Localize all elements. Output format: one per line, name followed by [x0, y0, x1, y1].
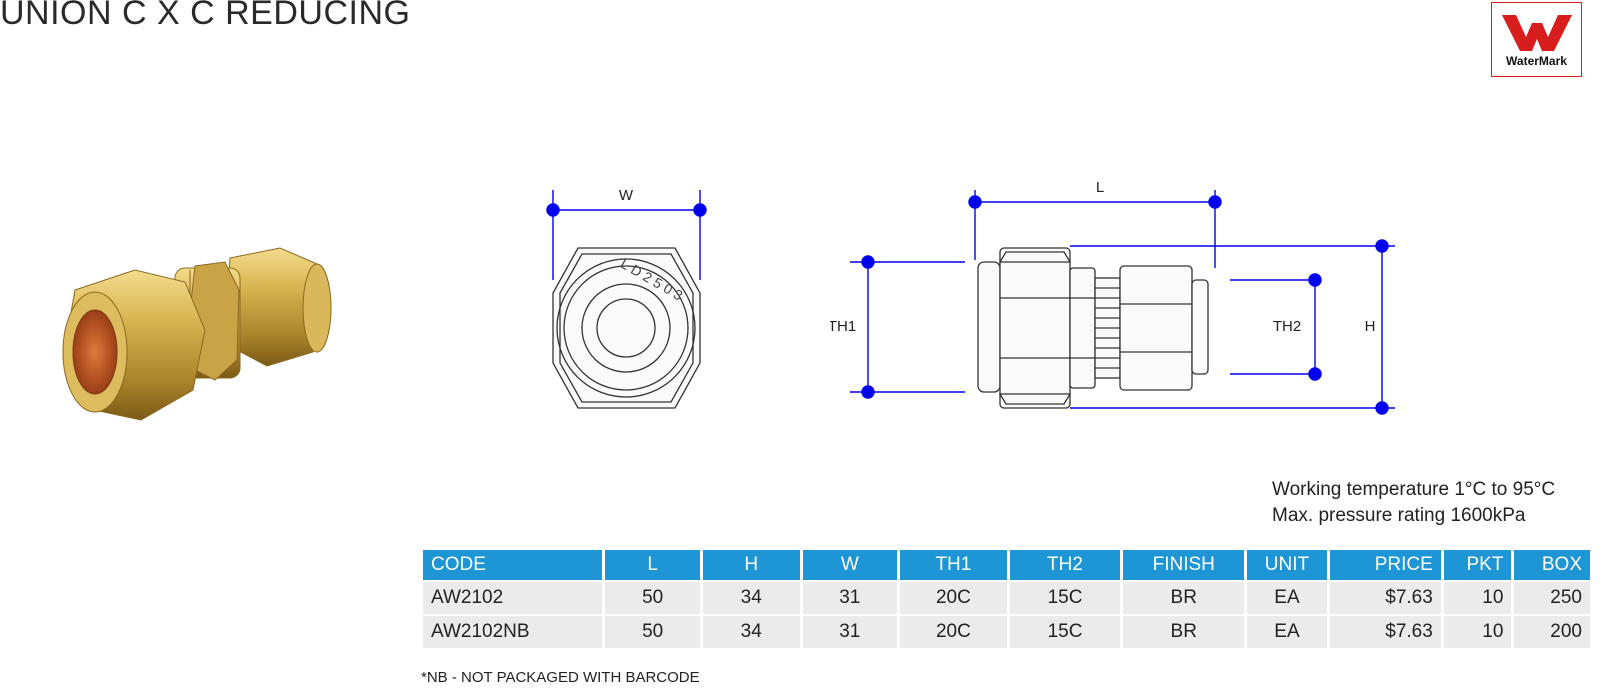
cell-w: 31 [802, 582, 898, 614]
cell-code: AW2102 [423, 582, 603, 614]
header-l: L [605, 550, 700, 580]
header-code: CODE [423, 550, 603, 580]
product-photo [62, 247, 332, 421]
cell-finish: BR [1123, 582, 1245, 614]
cell-pkt: 10 [1443, 582, 1512, 614]
header-unit: UNIT [1247, 550, 1327, 580]
table-row: AW2102 50 34 31 20C 15C BR EA $7.63 10 2… [423, 582, 1590, 614]
cell-w: 31 [802, 616, 898, 648]
th1-dimension-label: TH1 [830, 318, 856, 335]
side-view-drawing: L TH1 TH2 H [830, 179, 1395, 415]
page-title: UNION C X C REDUCING [0, 0, 411, 32]
working-temperature: Working temperature 1°C to 95°C [1272, 479, 1556, 500]
watermark-logo: WaterMark [1491, 2, 1582, 77]
specifications: Working temperature 1°C to 95°C Max. pre… [1272, 477, 1555, 529]
l-dimension-label: L [1096, 179, 1104, 196]
cell-finish: BR [1123, 616, 1245, 648]
cell-box: 250 [1514, 582, 1590, 614]
header-h: H [702, 550, 800, 580]
cell-th2: 15C [1009, 582, 1121, 614]
cell-code: AW2102NB [423, 616, 603, 648]
product-table: CODE L H W TH1 TH2 FINISH UNIT PRICE PKT… [420, 548, 1593, 650]
dimension-point [546, 203, 560, 217]
h-dimension-label: H [1365, 318, 1376, 335]
cell-l: 50 [605, 582, 700, 614]
header-pkt: PKT [1443, 550, 1512, 580]
table-header-row: CODE L H W TH1 TH2 FINISH UNIT PRICE PKT… [423, 550, 1590, 580]
cell-unit: EA [1247, 616, 1327, 648]
table-row: AW2102NB 50 34 31 20C 15C BR EA $7.63 10… [423, 616, 1590, 648]
cell-h: 34 [702, 582, 800, 614]
header-th1: TH1 [900, 550, 1007, 580]
cell-price: $7.63 [1329, 616, 1441, 648]
cell-h: 34 [702, 616, 800, 648]
cell-unit: EA [1247, 582, 1327, 614]
cell-price: $7.63 [1329, 582, 1441, 614]
cell-l: 50 [605, 616, 700, 648]
cell-pkt: 10 [1443, 616, 1512, 648]
header-price: PRICE [1329, 550, 1441, 580]
header-w: W [802, 550, 898, 580]
end-view-drawing: W LD2503 [546, 187, 707, 409]
w-dimension-label: W [619, 187, 634, 204]
watermark-w-icon [1502, 15, 1572, 51]
footnote: *NB - NOT PACKAGED WITH BARCODE [421, 669, 700, 686]
cell-box: 200 [1514, 616, 1590, 648]
header-finish: FINISH [1123, 550, 1245, 580]
header-box: BOX [1514, 550, 1590, 580]
cell-th2: 15C [1009, 616, 1121, 648]
dimension-point [693, 203, 707, 217]
th2-dimension-label: TH2 [1273, 318, 1301, 335]
header-th2: TH2 [1009, 550, 1121, 580]
max-pressure-rating: Max. pressure rating 1600kPa [1272, 505, 1526, 526]
cell-th1: 20C [900, 582, 1007, 614]
logo-text: WaterMark [1506, 54, 1567, 68]
cell-th1: 20C [900, 616, 1007, 648]
